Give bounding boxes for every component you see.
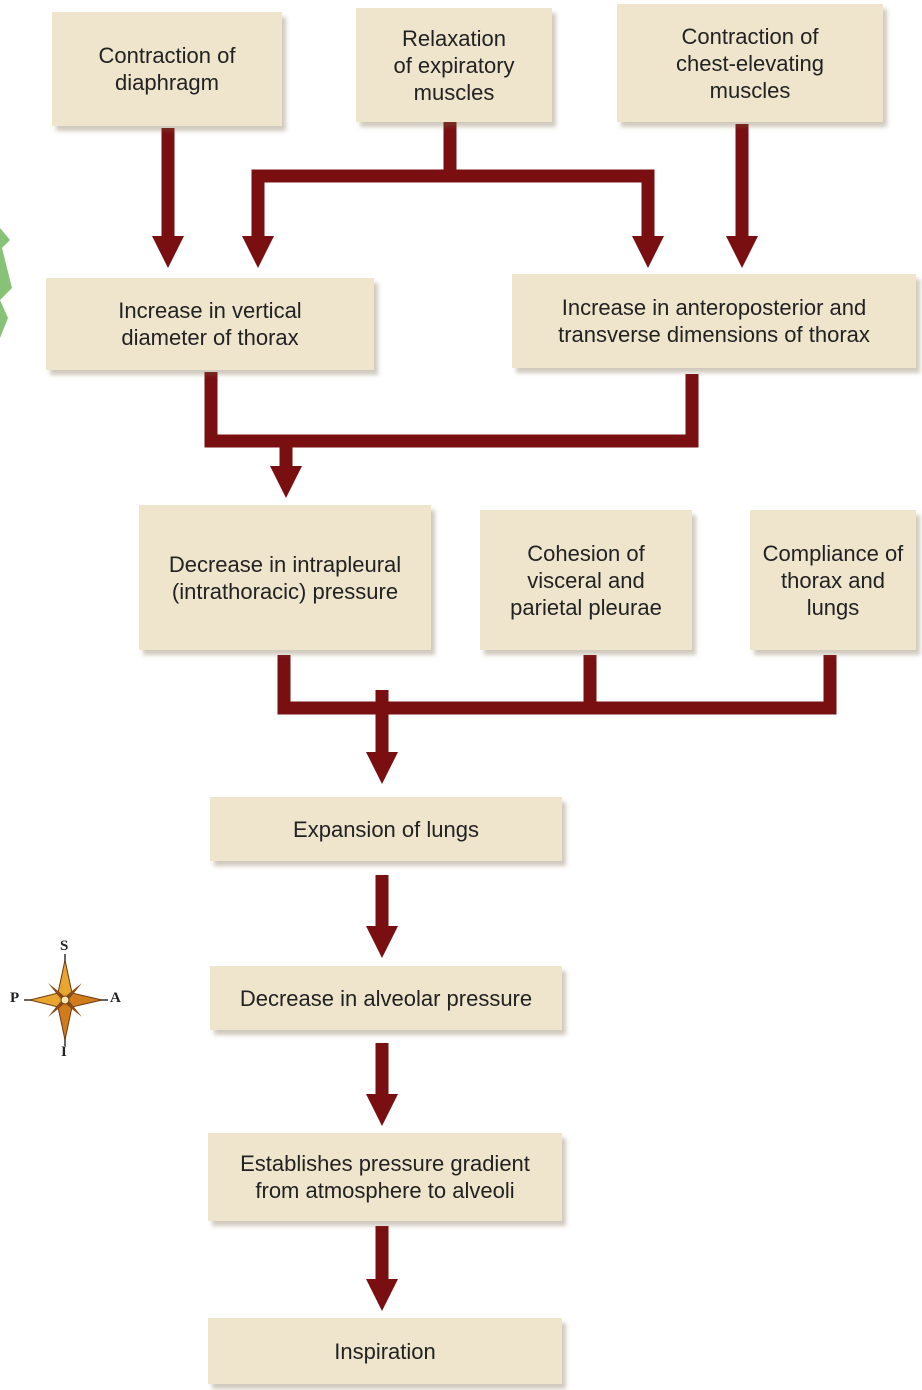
connector-merge-thorax <box>204 372 699 448</box>
node-pressure-gradient: Establishes pressure gradient from atmos… <box>208 1133 562 1221</box>
node-increase-vertical-diameter: Increase in vertical diameter of thorax <box>46 278 374 370</box>
node-increase-anteroposterior-transverse: Increase in anteroposterior and transver… <box>512 274 916 368</box>
compass-label-anterior: A <box>110 990 121 1006</box>
node-expansion-of-lungs: Expansion of lungs <box>210 797 562 861</box>
node-contraction-of-chest-elevating-muscles: Contraction of chest-elevating muscles <box>617 4 883 122</box>
leaf-fragment-icon <box>0 228 12 338</box>
compass-rose: S P A I <box>10 938 126 1062</box>
arrowhead <box>726 236 758 268</box>
connector-relaxation-split-right <box>450 169 655 240</box>
connector-merge-pleura <box>277 655 837 715</box>
node-cohesion-of-pleurae: Cohesion of visceral and parietal pleura… <box>480 510 692 650</box>
node-decrease-alveolar-pressure: Decrease in alveolar pressure <box>210 966 562 1030</box>
arrowhead <box>366 926 398 958</box>
arrowhead <box>366 1279 398 1311</box>
node-compliance-of-thorax-and-lungs: Compliance of thorax and lungs <box>750 510 916 650</box>
arrowhead <box>152 236 184 268</box>
node-relaxation-of-expiratory-muscles: Relaxation of expiratory muscles <box>356 8 552 122</box>
arrowhead <box>366 752 398 784</box>
arrowhead <box>270 466 302 498</box>
connector-relaxation-split <box>251 122 457 240</box>
arrowhead <box>242 236 274 268</box>
compass-label-posterior: P <box>10 990 20 1006</box>
node-decrease-intrapleural-pressure: Decrease in intrapleural (intrathoracic)… <box>139 505 431 650</box>
arrowhead <box>632 236 664 268</box>
compass-label-superior: S <box>60 938 69 954</box>
arrowhead <box>366 1094 398 1126</box>
node-inspiration: Inspiration <box>208 1318 562 1384</box>
compass-label-inferior: I <box>61 1044 67 1060</box>
compass-star-icon <box>24 954 108 1046</box>
node-contraction-of-diaphragm: Contraction of diaphragm <box>52 12 282 126</box>
